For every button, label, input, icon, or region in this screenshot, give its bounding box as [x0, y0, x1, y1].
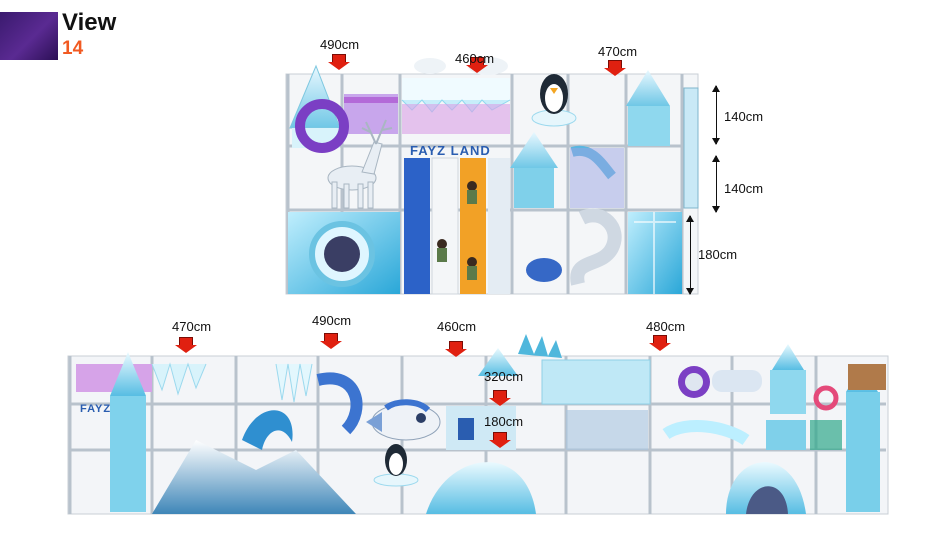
page-number: 14 — [62, 38, 84, 59]
level-dimension-line-1 — [712, 85, 720, 145]
bottom-height-label-4: 480cm — [646, 319, 686, 334]
level-label-1: 140cm — [724, 109, 764, 124]
level-dimension-line-2 — [712, 155, 720, 213]
bottom-playground-render — [66, 330, 890, 516]
bottom-fayz-sign: FAYZ — [80, 403, 112, 415]
top-height-label-3: 470cm — [598, 44, 638, 59]
top-playground-render — [282, 48, 702, 296]
page-title: View — [62, 9, 117, 36]
bottom-height-label-1: 470cm — [172, 319, 212, 334]
bottom-height-label-3: 460cm — [437, 319, 477, 334]
top-fayz-land-sign: FAYZ LAND — [410, 143, 491, 158]
top-height-label-1: 490cm — [320, 37, 360, 52]
level-label-3: 180cm — [698, 247, 738, 262]
top-height-label-2: 460cm — [455, 51, 495, 66]
inner-level-label-2: 180cm — [484, 414, 524, 429]
bottom-height-label-2: 490cm — [312, 313, 352, 328]
inner-level-label-1: 320cm — [484, 369, 524, 384]
level-label-2: 140cm — [724, 181, 764, 196]
header-purple-tab — [0, 12, 58, 60]
level-dimension-line-3 — [686, 215, 694, 295]
